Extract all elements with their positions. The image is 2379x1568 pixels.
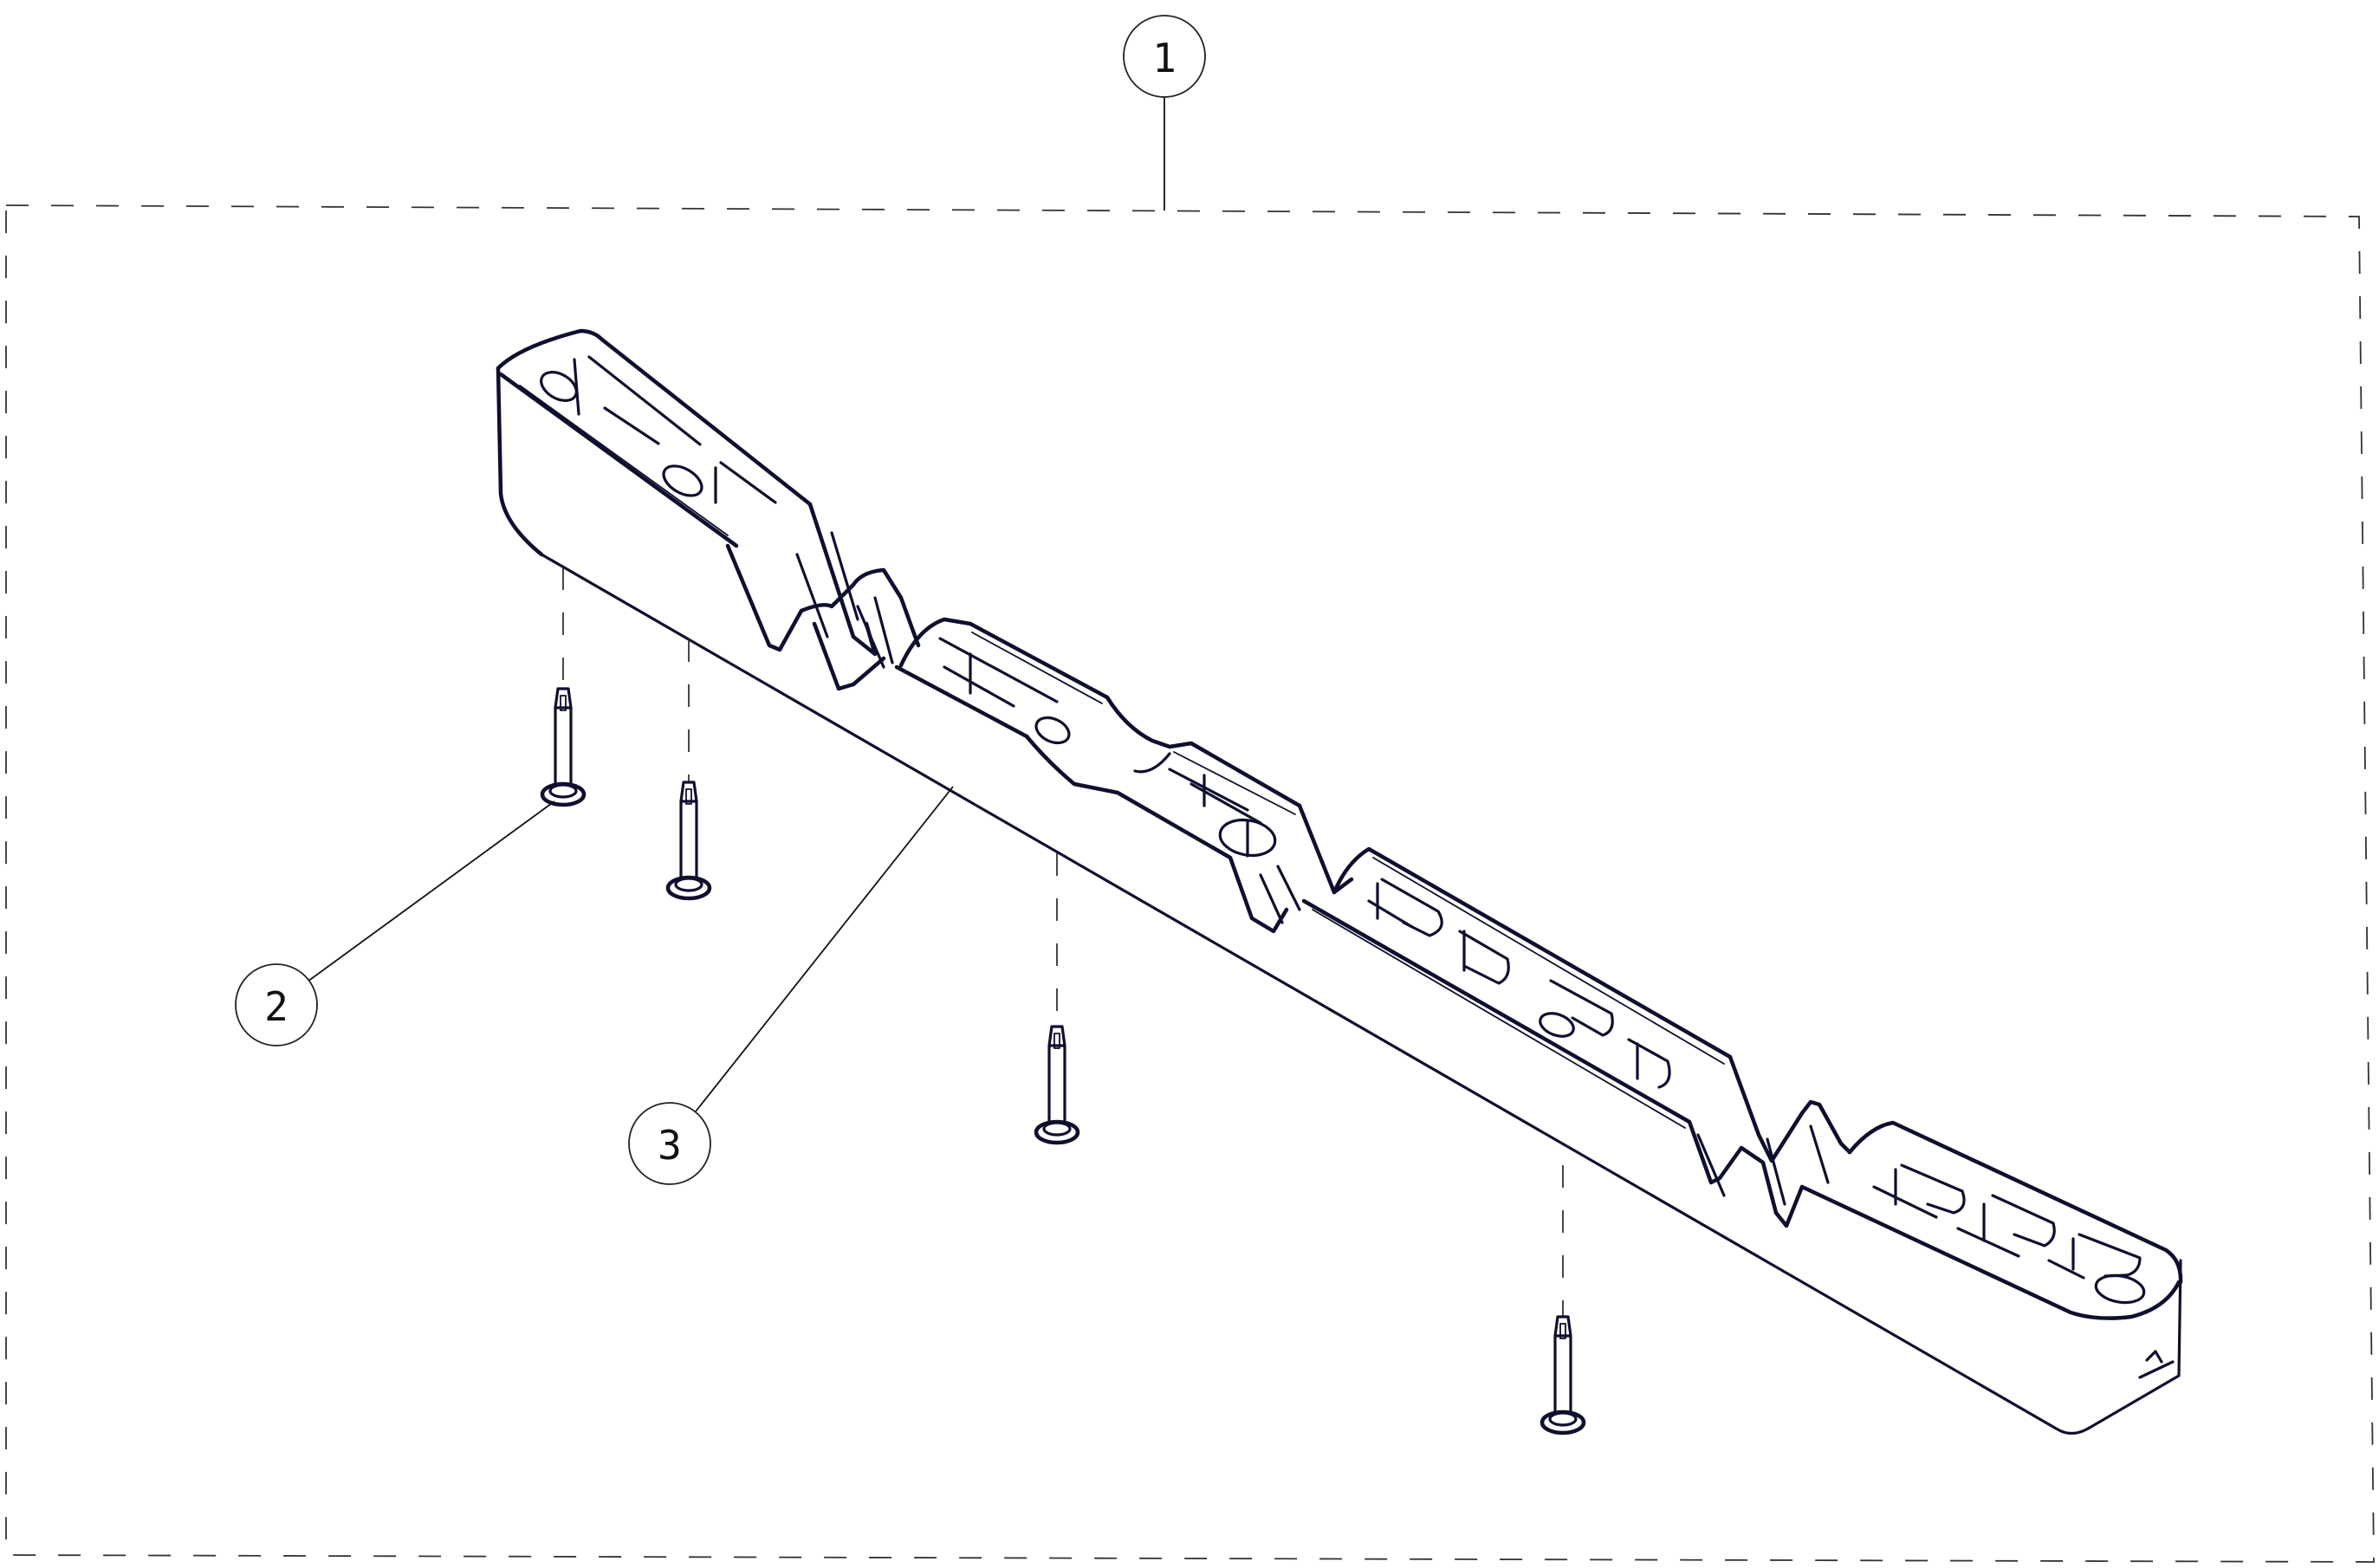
balloon-3-label: 3 (658, 1122, 682, 1169)
screw-3 (1036, 1027, 1078, 1143)
assembly-frame (5, 204, 2375, 1563)
balloon-2: 2 (235, 800, 555, 1046)
balloon-3: 3 (628, 786, 954, 1185)
balloon-2-label: 2 (264, 983, 288, 1030)
balloon-1-label: 1 (1152, 35, 1177, 81)
screw-2 (668, 782, 710, 898)
screw-1 (542, 689, 584, 805)
rail-part (496, 328, 2183, 1435)
screw-4 (1542, 1317, 1584, 1433)
screw-alignment-lines (562, 567, 1564, 1317)
balloon-1: 1 (1123, 15, 1206, 211)
